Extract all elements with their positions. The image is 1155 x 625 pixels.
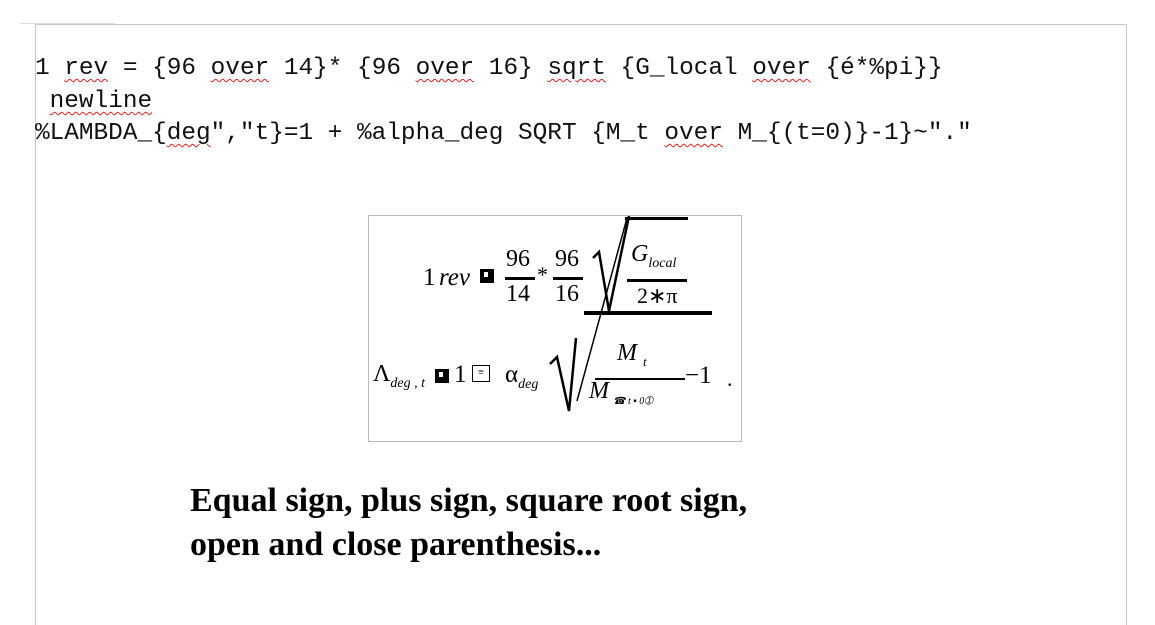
placeholder-card-icon: ≡	[472, 365, 490, 382]
fraction-den-2: 16	[555, 281, 579, 307]
formula-object[interactable]: 1 rev 96 14 * 96 16 Glocal 2∗π Λdeg , t …	[368, 215, 742, 442]
formula-alpha: αdeg	[505, 361, 539, 392]
radical-signs	[549, 216, 712, 412]
formula-star: *	[537, 262, 548, 287]
fraction-num-1: 96	[506, 246, 530, 272]
formula-rev: rev	[439, 264, 470, 291]
source-line-3[interactable]: %LAMBDA_{deg","t}=1 + %alpha_deg SQRT {M…	[35, 120, 972, 147]
formula-one: 1	[423, 264, 436, 291]
fraction-num-2: 96	[555, 246, 579, 272]
formula-minus-one: −1	[685, 362, 712, 389]
formula-G: Glocal	[631, 241, 677, 271]
caption-line-1: Equal sign, plus sign, square root sign,	[190, 482, 748, 519]
placeholder-glyph-icon	[435, 364, 449, 387]
fraction-den-1: 14	[506, 281, 530, 307]
caption-line-2: open and close parenthesis...	[190, 526, 602, 563]
placeholder-glyph-icon	[480, 264, 494, 287]
source-line-2[interactable]: newline	[49, 88, 153, 115]
formula-den-2pi: 2∗π	[637, 283, 678, 308]
page-edge	[20, 23, 115, 24]
source-line-1[interactable]: 1 rev = {96 over 14}* {96 over 16} sqrt …	[35, 55, 943, 82]
formula-dot: .	[727, 366, 733, 391]
document-page	[35, 24, 1127, 625]
formula-M0: M☎ t ▪ 0➀	[589, 378, 653, 407]
formula-one-2: 1	[454, 361, 467, 388]
formula-lambda: Λdeg , t	[373, 361, 426, 391]
